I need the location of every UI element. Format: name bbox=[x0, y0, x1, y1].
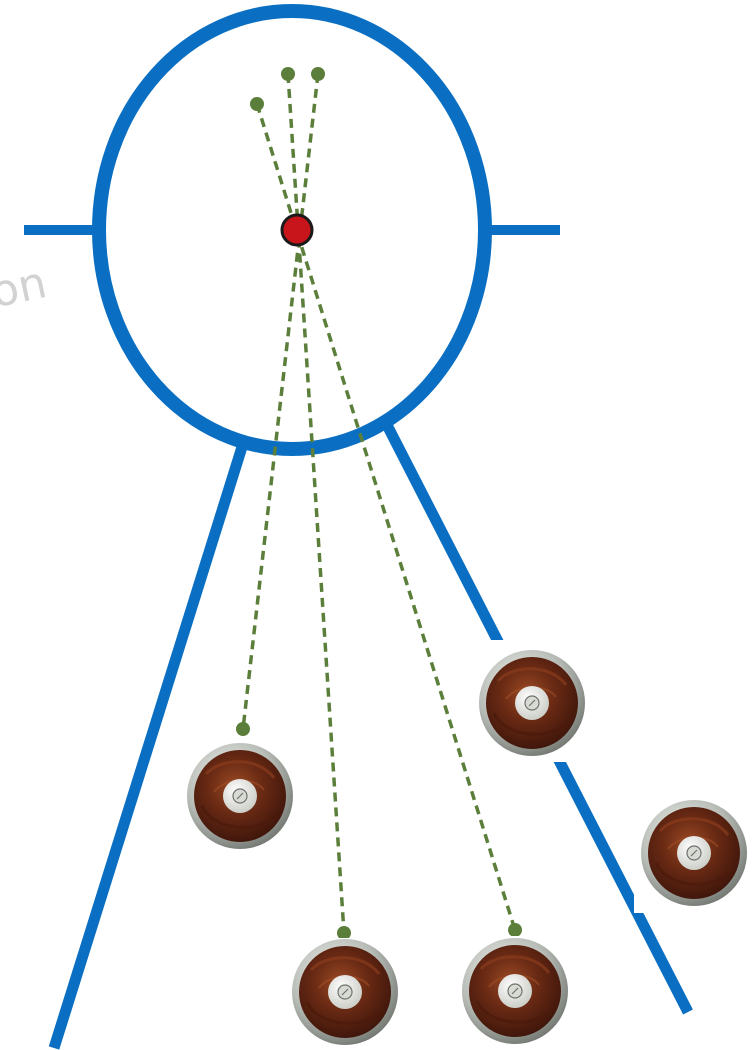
discus-icon bbox=[477, 648, 587, 758]
center-point-icon bbox=[280, 213, 314, 247]
landing-point-icon bbox=[337, 926, 351, 940]
release-point-icon bbox=[250, 97, 264, 111]
landing-points bbox=[236, 722, 522, 940]
throw-path-3 bbox=[241, 73, 320, 730]
throwing-circle bbox=[92, 4, 492, 456]
discus-icon bbox=[639, 798, 749, 908]
landing-point-icon bbox=[236, 722, 250, 736]
release-point-icon bbox=[281, 67, 295, 81]
landing-point-icon bbox=[508, 923, 522, 937]
throw-path-1 bbox=[255, 103, 517, 931]
discus-icon bbox=[460, 936, 570, 1046]
release-point-icon bbox=[311, 67, 325, 81]
release-points bbox=[250, 67, 325, 111]
watermark-text: on bbox=[0, 257, 51, 318]
sector-line-left bbox=[48, 445, 248, 1050]
discus-icon bbox=[290, 937, 400, 1047]
discus-icon bbox=[185, 741, 295, 851]
